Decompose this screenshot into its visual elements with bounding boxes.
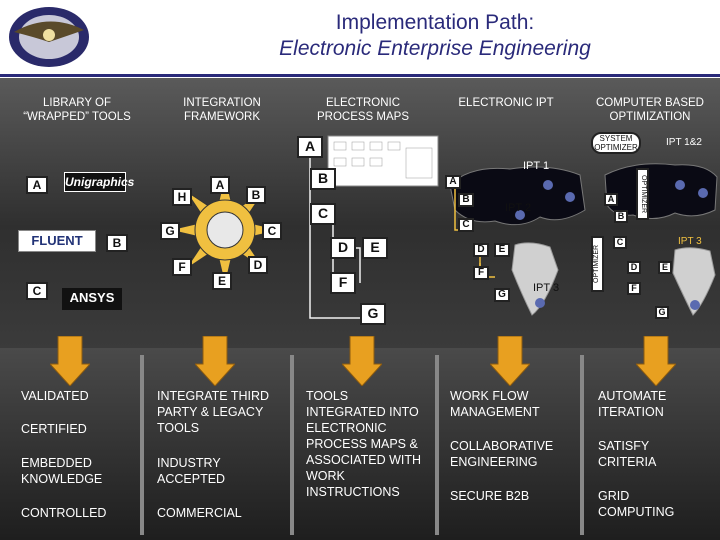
col5-item-grid: GRID COMPUTING bbox=[598, 489, 675, 519]
col1-item-embedded-knowledge: EMBEDDED KNOWLEDGE bbox=[21, 456, 103, 486]
down-arrow-icon bbox=[50, 336, 90, 386]
opt-box-d: D bbox=[627, 261, 641, 274]
optimization-map-graphic bbox=[604, 163, 718, 316]
framework-label-e: E bbox=[212, 272, 232, 290]
title-line1: Implementation Path: bbox=[335, 11, 535, 34]
opt-box-f: F bbox=[627, 282, 641, 295]
ansys-logo: ANSYS bbox=[62, 288, 122, 310]
framework-label-d: D bbox=[248, 256, 268, 274]
library-label-b: B bbox=[106, 234, 128, 252]
system-optimizer-badge: SYSTEM OPTIMIZER bbox=[591, 132, 641, 154]
ipt-box-g: G bbox=[494, 288, 510, 302]
ipt3-label: IPT 3 bbox=[533, 282, 560, 294]
title: Implementation Path: Electronic Enterpri… bbox=[150, 10, 720, 62]
col3-item-tools-integrated: TOOLS INTEGRATED INTO ELECTRONIC PROCESS… bbox=[306, 389, 422, 499]
ipt-box-e: E bbox=[494, 243, 510, 257]
separator-1 bbox=[140, 355, 144, 535]
col1-item-controlled: CONTROLLED bbox=[21, 506, 107, 520]
ipt12-label: IPT 1&2 bbox=[666, 137, 702, 148]
process-map-lines bbox=[309, 135, 439, 319]
col-heading-framework: INTEGRATION FRAMEWORK bbox=[183, 97, 261, 123]
ipt1-label: IPT 1 bbox=[523, 160, 550, 172]
down-arrow-icon bbox=[195, 336, 235, 386]
opt-box-c: C bbox=[613, 236, 627, 249]
separator-4 bbox=[580, 355, 584, 535]
col5-item-satisfy: SATISFY CRITERIA bbox=[598, 439, 657, 469]
process-box-g: G bbox=[360, 303, 386, 325]
unigraphics-logo: Unigraphics bbox=[64, 172, 134, 192]
col5-item-automate: AUTOMATE ITERATION bbox=[598, 389, 667, 419]
opt-box-a: A bbox=[604, 193, 618, 206]
process-box-d: D bbox=[330, 237, 356, 259]
col2-item-industry-accepted: INDUSTRY ACCEPTED bbox=[157, 456, 226, 486]
col-heading-optimization: COMPUTER BASED OPTIMIZATION bbox=[596, 97, 704, 123]
separator-3 bbox=[435, 355, 439, 535]
down-arrow-icon bbox=[342, 336, 382, 386]
ipt-box-b: B bbox=[458, 193, 474, 207]
ipt2-label: IPT 2 bbox=[505, 202, 532, 214]
separator-2 bbox=[290, 355, 294, 535]
process-box-e: E bbox=[362, 237, 388, 259]
title-line2: Electronic Enterprise Engineering bbox=[279, 37, 591, 60]
opt-box-b: B bbox=[614, 210, 628, 223]
process-box-a: A bbox=[297, 136, 323, 158]
ipt-box-d: D bbox=[473, 243, 489, 257]
process-box-f: F bbox=[330, 272, 356, 294]
framework-label-g: G bbox=[160, 222, 180, 240]
col4-item-workflow: WORK FLOW MANAGEMENT bbox=[450, 389, 540, 419]
ipt-box-c: C bbox=[458, 218, 474, 232]
title-rule bbox=[0, 74, 720, 77]
col1-item-validated: VALIDATED bbox=[21, 389, 89, 403]
col-heading-process-maps: ELECTRONIC PROCESS MAPS bbox=[316, 97, 410, 123]
ipt-box-a: A bbox=[445, 175, 461, 189]
library-label-c: C bbox=[26, 282, 48, 300]
down-arrow-icon bbox=[490, 336, 530, 386]
framework-label-h: H bbox=[172, 188, 192, 206]
col-heading-ipt: ELECTRONIC IPT bbox=[458, 97, 554, 109]
optimizer-badge-top: OPTIMIZER bbox=[636, 168, 649, 220]
pratt-whitney-logo bbox=[9, 7, 89, 67]
framework-label-a: A bbox=[210, 176, 230, 194]
process-box-b: B bbox=[310, 168, 336, 190]
opt-ipt3-label: IPT 3 bbox=[678, 236, 702, 247]
process-box-c: C bbox=[310, 203, 336, 225]
col1-item-certified: CERTIFIED bbox=[21, 422, 87, 436]
library-label-a: A bbox=[26, 176, 48, 194]
framework-label-f: F bbox=[172, 258, 192, 276]
col4-item-collaborative: COLLABORATIVE ENGINEERING bbox=[450, 439, 554, 469]
down-arrow-icon bbox=[636, 336, 676, 386]
framework-label-c: C bbox=[262, 222, 282, 240]
framework-label-b: B bbox=[246, 186, 266, 204]
ipt-map-graphic bbox=[449, 166, 586, 316]
col-heading-library: LIBRARY OF “WRAPPED” TOOLS bbox=[23, 97, 131, 123]
fluent-logo: FLUENT bbox=[18, 230, 96, 252]
opt-box-g: G bbox=[655, 306, 669, 319]
opt-box-e: E bbox=[658, 261, 672, 274]
col2-item-commercial: COMMERCIAL bbox=[157, 506, 242, 520]
col4-item-secure-b2b: SECURE B2B bbox=[450, 489, 530, 503]
optimizer-badge-bottom: OPTIMIZER bbox=[591, 236, 604, 292]
ipt-box-f: F bbox=[473, 266, 489, 280]
col2-item-integrate: INTEGRATE THIRD PARTY & LEGACY TOOLS bbox=[157, 389, 270, 435]
